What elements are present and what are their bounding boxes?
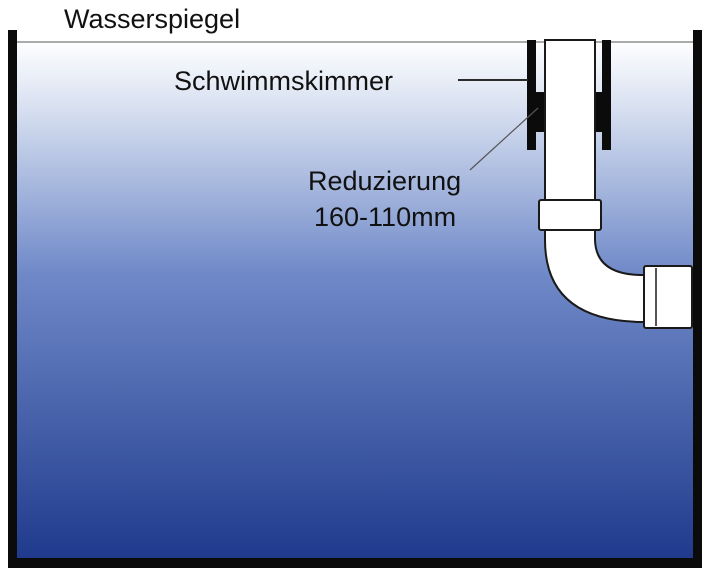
skimmer-wall-left xyxy=(527,40,536,150)
skimmer-wall-right xyxy=(602,40,611,150)
reducer-leader-line xyxy=(469,107,539,171)
reducer-label-line1: Reduzierung xyxy=(308,166,461,196)
water-level-label: Wasserspiegel xyxy=(64,4,240,34)
reducer-label-line2: 160-110mm xyxy=(314,202,456,232)
reducer-collar xyxy=(538,199,602,231)
skimmer-inner-pipe xyxy=(544,39,596,221)
pipe-elbow xyxy=(544,221,646,323)
skimmer-label: Schwimmskimmer xyxy=(174,66,393,96)
outlet-coupling xyxy=(643,265,693,329)
pond-basin xyxy=(8,30,702,568)
basin-left-wall xyxy=(8,30,17,568)
skimmer-assembly xyxy=(527,39,693,329)
basin-right-wall xyxy=(693,30,702,568)
skimmer-float-left xyxy=(533,92,547,132)
basin-floor xyxy=(8,558,702,568)
